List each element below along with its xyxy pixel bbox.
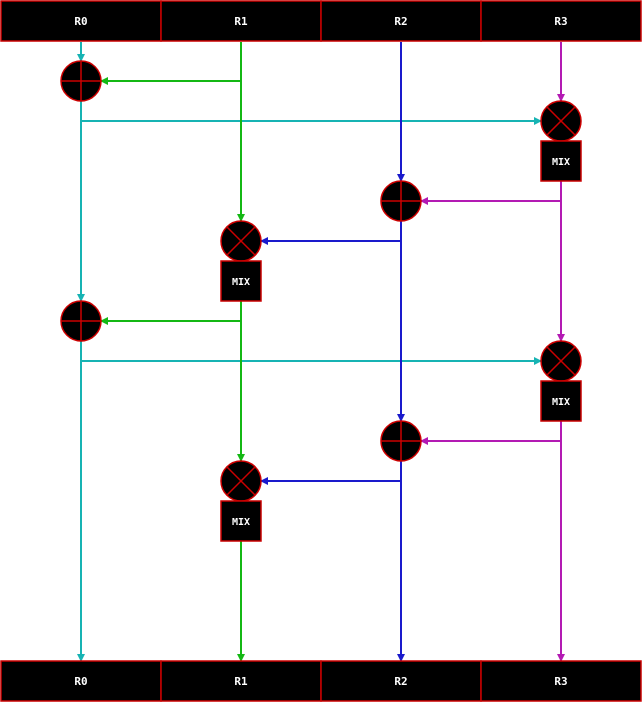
mix-label-11: MIX <box>232 517 250 528</box>
data-flow-lines <box>77 42 565 662</box>
top-register-label-r2: R2 <box>394 15 407 28</box>
mul-cross-b-1 <box>546 106 576 136</box>
bottom-register-r1 <box>160 660 322 702</box>
mix-box-8 <box>540 380 582 422</box>
mix-box-11 <box>220 500 262 542</box>
operation-nodes: MIX MIX MIX MIX <box>60 60 582 542</box>
mix-box-5 <box>220 260 262 302</box>
mix-box-2 <box>540 140 582 182</box>
top-register-label-r0: R0 <box>74 15 87 28</box>
bottom-register-r2 <box>320 660 482 702</box>
top-register-label-r1: R1 <box>234 15 248 28</box>
bottom-register-label-r2: R2 <box>394 675 407 688</box>
mul-cross-b-4 <box>226 226 256 256</box>
mix-label-8: MIX <box>552 397 570 408</box>
bottom-register-label-r3: R3 <box>554 675 567 688</box>
mul-cross-b-10 <box>226 466 256 496</box>
top-register-r3 <box>480 0 642 42</box>
mul-cross-b-7 <box>546 346 576 376</box>
mix-label-5: MIX <box>232 277 250 288</box>
bottom-register-r0 <box>0 660 162 702</box>
bottom-register-label-r1: R1 <box>234 675 248 688</box>
top-register-label-r3: R3 <box>554 15 567 28</box>
top-register-r2 <box>320 0 482 42</box>
bottom-register-r3 <box>480 660 642 702</box>
mix-label-2: MIX <box>552 157 570 168</box>
bottom-register-label-r0: R0 <box>74 675 87 688</box>
